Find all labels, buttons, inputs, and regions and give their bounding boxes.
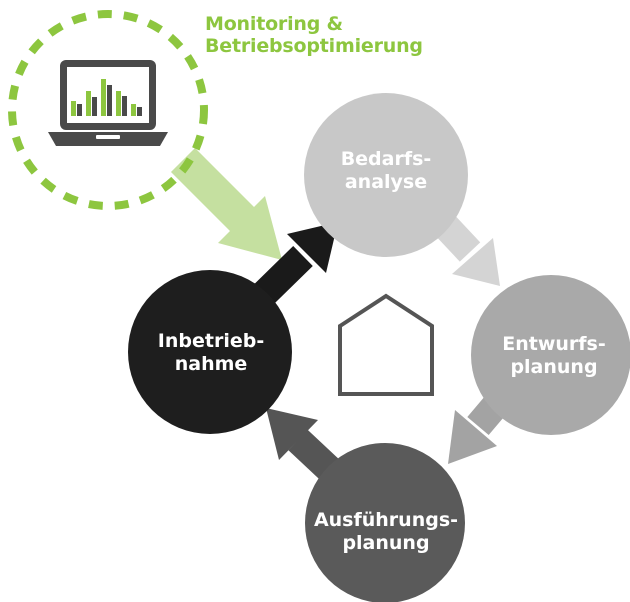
inbetriebnahme-line1: Inbetrieb- xyxy=(157,330,265,352)
inbetriebnahme-line2: nahme xyxy=(174,353,248,376)
label-inbetriebnahme: Inbetrieb- nahme xyxy=(136,330,286,376)
arrow-ausfuehrung-to-inbetrieb xyxy=(266,408,340,481)
arrow-entwurf-to-ausfuehrung xyxy=(448,390,511,464)
entwurfsplanung-line1: Entwurfs- xyxy=(502,333,606,355)
laptop-chart-bars xyxy=(71,79,142,116)
arrow-bedarf-to-entwurf xyxy=(429,210,500,286)
house-outline-icon xyxy=(338,293,434,396)
circle-entwurfsplanung xyxy=(471,275,630,435)
bedarfsanalyse-line2: analyse xyxy=(344,171,428,194)
monitoring-title-line1: Monitoring & xyxy=(205,13,343,35)
circle-ausfuehrungsplanung xyxy=(305,443,465,602)
label-bedarfsanalyse: Bedarfs- analyse xyxy=(306,148,466,194)
label-entwurfsplanung: Entwurfs- planung xyxy=(482,333,626,379)
ausfuehrungsplanung-line2: planung xyxy=(342,532,430,555)
arrow-monitoring-to-inbetriebnahme xyxy=(170,147,282,260)
label-ausfuehrungsplanung: Ausführungs- planung xyxy=(298,509,474,555)
circle-bedarfsanalyse xyxy=(304,93,468,257)
bedarfsanalyse-line1: Bedarfs- xyxy=(340,148,432,170)
monitoring-title: Monitoring & Betriebsoptimierung xyxy=(205,13,423,58)
monitoring-dashed-ring xyxy=(8,10,208,210)
entwurfsplanung-line2: planung xyxy=(510,356,598,379)
ausfuehrungsplanung-line1: Ausführungs- xyxy=(313,509,459,531)
circle-inbetriebnahme xyxy=(128,270,292,434)
monitoring-title-line2: Betriebsoptimierung xyxy=(205,34,423,57)
laptop-bar-chart-icon xyxy=(48,60,168,146)
